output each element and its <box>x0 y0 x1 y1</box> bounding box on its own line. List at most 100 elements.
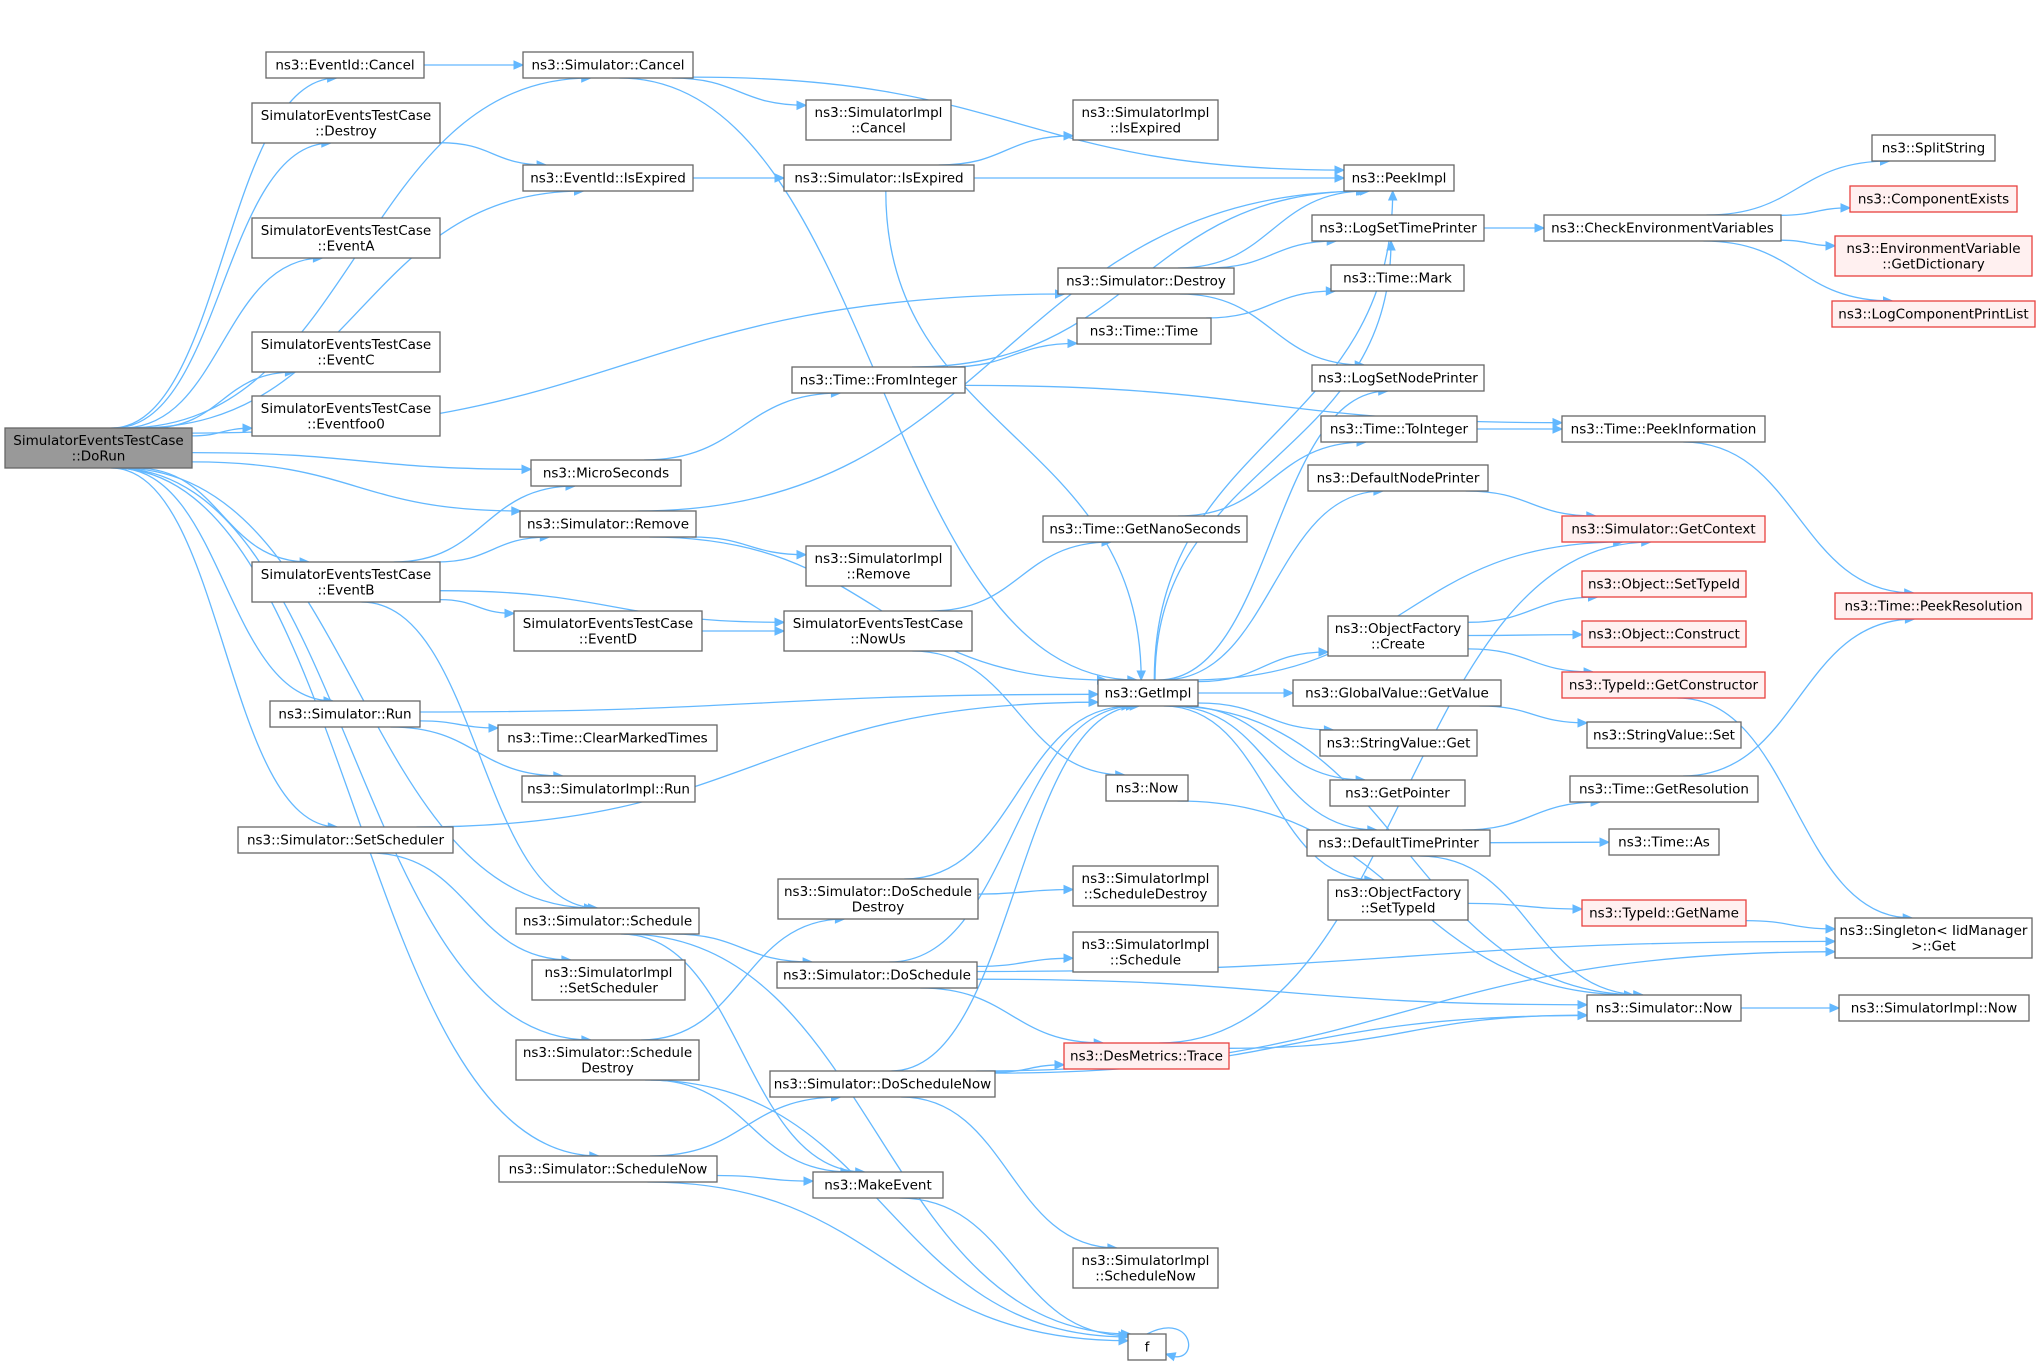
node-label: ::ScheduleNow <box>1095 1268 1196 1284</box>
node-getconstructor[interactable]: ns3::TypeId::GetConstructor <box>1561 671 1766 699</box>
node-eventa[interactable]: SimulatorEventsTestCase::EventA <box>251 217 441 259</box>
node-singleton[interactable]: ns3::Singleton< IidManager>::Get <box>1834 917 2033 959</box>
node-compexists[interactable]: ns3::ComponentExists <box>1849 185 2018 213</box>
node-implschedule[interactable]: ns3::SimulatorImpl::Schedule <box>1072 931 1219 973</box>
node-label: ns3::Simulator::Run <box>278 707 411 723</box>
edge-eventb-eventd <box>439 598 516 619</box>
node-tointeger[interactable]: ns3::Time::ToInteger <box>1320 415 1478 443</box>
node-eventb[interactable]: SimulatorEventsTestCase::EventB <box>251 561 441 603</box>
node-objconstruct[interactable]: ns3::Object::Construct <box>1581 620 1747 648</box>
node-logsettime[interactable]: ns3::LogSetTimePrinter <box>1311 214 1485 242</box>
node-microseconds[interactable]: ns3::MicroSeconds <box>530 459 682 487</box>
node-schedulenow[interactable]: ns3::Simulator::ScheduleNow <box>498 1155 718 1183</box>
node-f[interactable]: f <box>1127 1333 1167 1361</box>
edge-dorun-eventfoo0 <box>191 423 254 437</box>
node-label: ::SetScheduler <box>559 980 658 996</box>
node-simrun[interactable]: ns3::Simulator::Run <box>269 700 421 728</box>
node-cleartimes[interactable]: ns3::Time::ClearMarkedTimes <box>497 724 718 752</box>
node-getname[interactable]: ns3::TypeId::GetName <box>1581 899 1747 927</box>
edge-fromint-timetime <box>948 338 1079 368</box>
node-ofsettypeid[interactable]: ns3::ObjectFactory::SetTypeId <box>1327 879 1469 921</box>
node-makeevent[interactable]: ns3::MakeEvent <box>812 1171 944 1199</box>
node-implsetscheduler[interactable]: ns3::SimulatorImpl::SetScheduler <box>531 959 686 1001</box>
edge-dorun-simremove <box>191 461 523 516</box>
node-getnanosec[interactable]: ns3::Time::GetNanoSeconds <box>1042 515 1248 543</box>
node-implisexpired[interactable]: ns3::SimulatorImpl::IsExpired <box>1072 99 1219 141</box>
node-implrun[interactable]: ns3::SimulatorImpl::Run <box>521 775 696 803</box>
node-label: ::EventA <box>317 238 375 254</box>
node-setscheduler[interactable]: ns3::Simulator::SetScheduler <box>237 826 454 854</box>
node-destroytc[interactable]: SimulatorEventsTestCase::Destroy <box>251 102 441 144</box>
node-label: ns3::Simulator::Remove <box>527 517 689 533</box>
node-label: ::ScheduleDestroy <box>1084 886 1208 902</box>
node-fromint[interactable]: ns3::Time::FromInteger <box>791 366 966 394</box>
node-label: ns3::SimulatorImpl <box>1082 105 1210 121</box>
node-defnodeprinter[interactable]: ns3::DefaultNodePrinter <box>1307 464 1489 492</box>
node-doschedule[interactable]: ns3::Simulator::DoSchedule <box>776 961 978 989</box>
node-peekres[interactable]: ns3::Time::PeekResolution <box>1834 592 2033 620</box>
node-deftimeprinter[interactable]: ns3::DefaultTimePrinter <box>1306 829 1491 857</box>
node-implschednow[interactable]: ns3::SimulatorImpl::ScheduleNow <box>1072 1247 1219 1289</box>
node-implremove[interactable]: ns3::SimulatorImpl::Remove <box>805 545 952 587</box>
node-label: ns3::DesMetrics::Trace <box>1070 1049 1223 1065</box>
node-simcancel[interactable]: ns3::Simulator::Cancel <box>522 51 694 79</box>
node-getpointer[interactable]: ns3::GetPointer <box>1329 779 1466 807</box>
node-simisexpired[interactable]: ns3::Simulator::IsExpired <box>783 164 975 192</box>
node-nowus[interactable]: SimulatorEventsTestCase::NowUs <box>783 610 973 652</box>
node-eventd[interactable]: SimulatorEventsTestCase::EventD <box>513 610 703 652</box>
node-gvgetvalue[interactable]: ns3::GlobalValue::GetValue <box>1292 679 1502 707</box>
node-now[interactable]: ns3::Now <box>1105 774 1189 802</box>
node-implcancel[interactable]: ns3::SimulatorImpl::Cancel <box>805 99 952 141</box>
node-svget[interactable]: ns3::StringValue::Get <box>1319 729 1478 757</box>
node-envdict[interactable]: ns3::EnvironmentVariable::GetDictionary <box>1834 235 2033 277</box>
node-logsetnode[interactable]: ns3::LogSetNodePrinter <box>1311 364 1485 392</box>
node-checkenv[interactable]: ns3::CheckEnvironmentVariables <box>1543 214 1782 242</box>
node-label: SimulatorEventsTestCase <box>261 108 431 124</box>
node-implscheddestroy[interactable]: ns3::SimulatorImpl::ScheduleDestroy <box>1072 865 1219 907</box>
node-label: >::Get <box>1911 938 1955 954</box>
node-eventidcancel[interactable]: ns3::EventId::Cancel <box>265 51 425 79</box>
node-eventfoo0[interactable]: SimulatorEventsTestCase::Eventfoo0 <box>251 395 441 437</box>
node-eventc[interactable]: SimulatorEventsTestCase::EventC <box>251 331 441 373</box>
node-simnow[interactable]: ns3::Simulator::Now <box>1586 994 1742 1022</box>
node-getcontext[interactable]: ns3::Simulator::GetContext <box>1561 515 1766 543</box>
node-peekimpl[interactable]: ns3::PeekImpl <box>1343 164 1455 192</box>
edge-dorun-microseconds <box>191 451 533 475</box>
node-peekinfo[interactable]: ns3::Time::PeekInformation <box>1561 415 1766 443</box>
edge-tointeger-peekinfo <box>1476 424 1564 434</box>
node-objsettypeid[interactable]: ns3::Object::SetTypeId <box>1581 570 1747 598</box>
node-label: ns3::ObjectFactory <box>1335 885 1462 901</box>
node-label: ::DoRun <box>72 448 126 464</box>
edge-simremove-implremove <box>691 536 808 560</box>
node-dorun[interactable]: SimulatorEventsTestCase::DoRun <box>4 427 193 469</box>
node-simdestroy[interactable]: ns3::Simulator::Destroy <box>1057 267 1235 295</box>
edge-nowus-now <box>912 650 1126 780</box>
node-getimpl[interactable]: ns3::GetImpl <box>1097 679 1199 707</box>
node-implnow[interactable]: ns3::SimulatorImpl::Now <box>1838 994 2030 1022</box>
node-label: ::Cancel <box>851 120 906 136</box>
node-label: ::EventD <box>579 631 637 647</box>
node-svset[interactable]: ns3::StringValue::Set <box>1586 721 1742 749</box>
node-label: ::Schedule <box>1110 952 1181 968</box>
node-logcomplist[interactable]: ns3::LogComponentPrintList <box>1831 300 2036 328</box>
node-timemark[interactable]: ns3::Time::Mark <box>1330 264 1465 292</box>
node-ofcreate[interactable]: ns3::ObjectFactory::Create <box>1327 615 1469 657</box>
node-timeas[interactable]: ns3::Time::As <box>1608 828 1720 856</box>
node-label: Destroy <box>852 899 905 915</box>
node-eventidisexpired[interactable]: ns3::EventId::IsExpired <box>522 164 694 192</box>
node-timetime[interactable]: ns3::Time::Time <box>1076 317 1212 345</box>
node-getresolution[interactable]: ns3::Time::GetResolution <box>1569 775 1759 803</box>
node-doschedulenow[interactable]: ns3::Simulator::DoScheduleNow <box>769 1070 996 1098</box>
edge-gvgetvalue-svset <box>1479 705 1589 728</box>
node-label: ns3::Time::ToInteger <box>1330 422 1469 438</box>
node-schedule[interactable]: ns3::Simulator::Schedule <box>515 907 700 935</box>
node-splitstring[interactable]: ns3::SplitString <box>1871 134 1996 162</box>
node-label: ns3::Now <box>1116 781 1179 797</box>
node-scheduledestroy[interactable]: ns3::Simulator::ScheduleDestroy <box>515 1039 700 1081</box>
edge-simrun-getimpl <box>419 689 1100 713</box>
node-simremove[interactable]: ns3::Simulator::Remove <box>519 510 697 538</box>
edge-simnow-implnow <box>1741 1003 1841 1013</box>
node-destrace[interactable]: ns3::DesMetrics::Trace <box>1063 1042 1230 1070</box>
node-label: ns3::Simulator::Schedule <box>523 1045 692 1061</box>
